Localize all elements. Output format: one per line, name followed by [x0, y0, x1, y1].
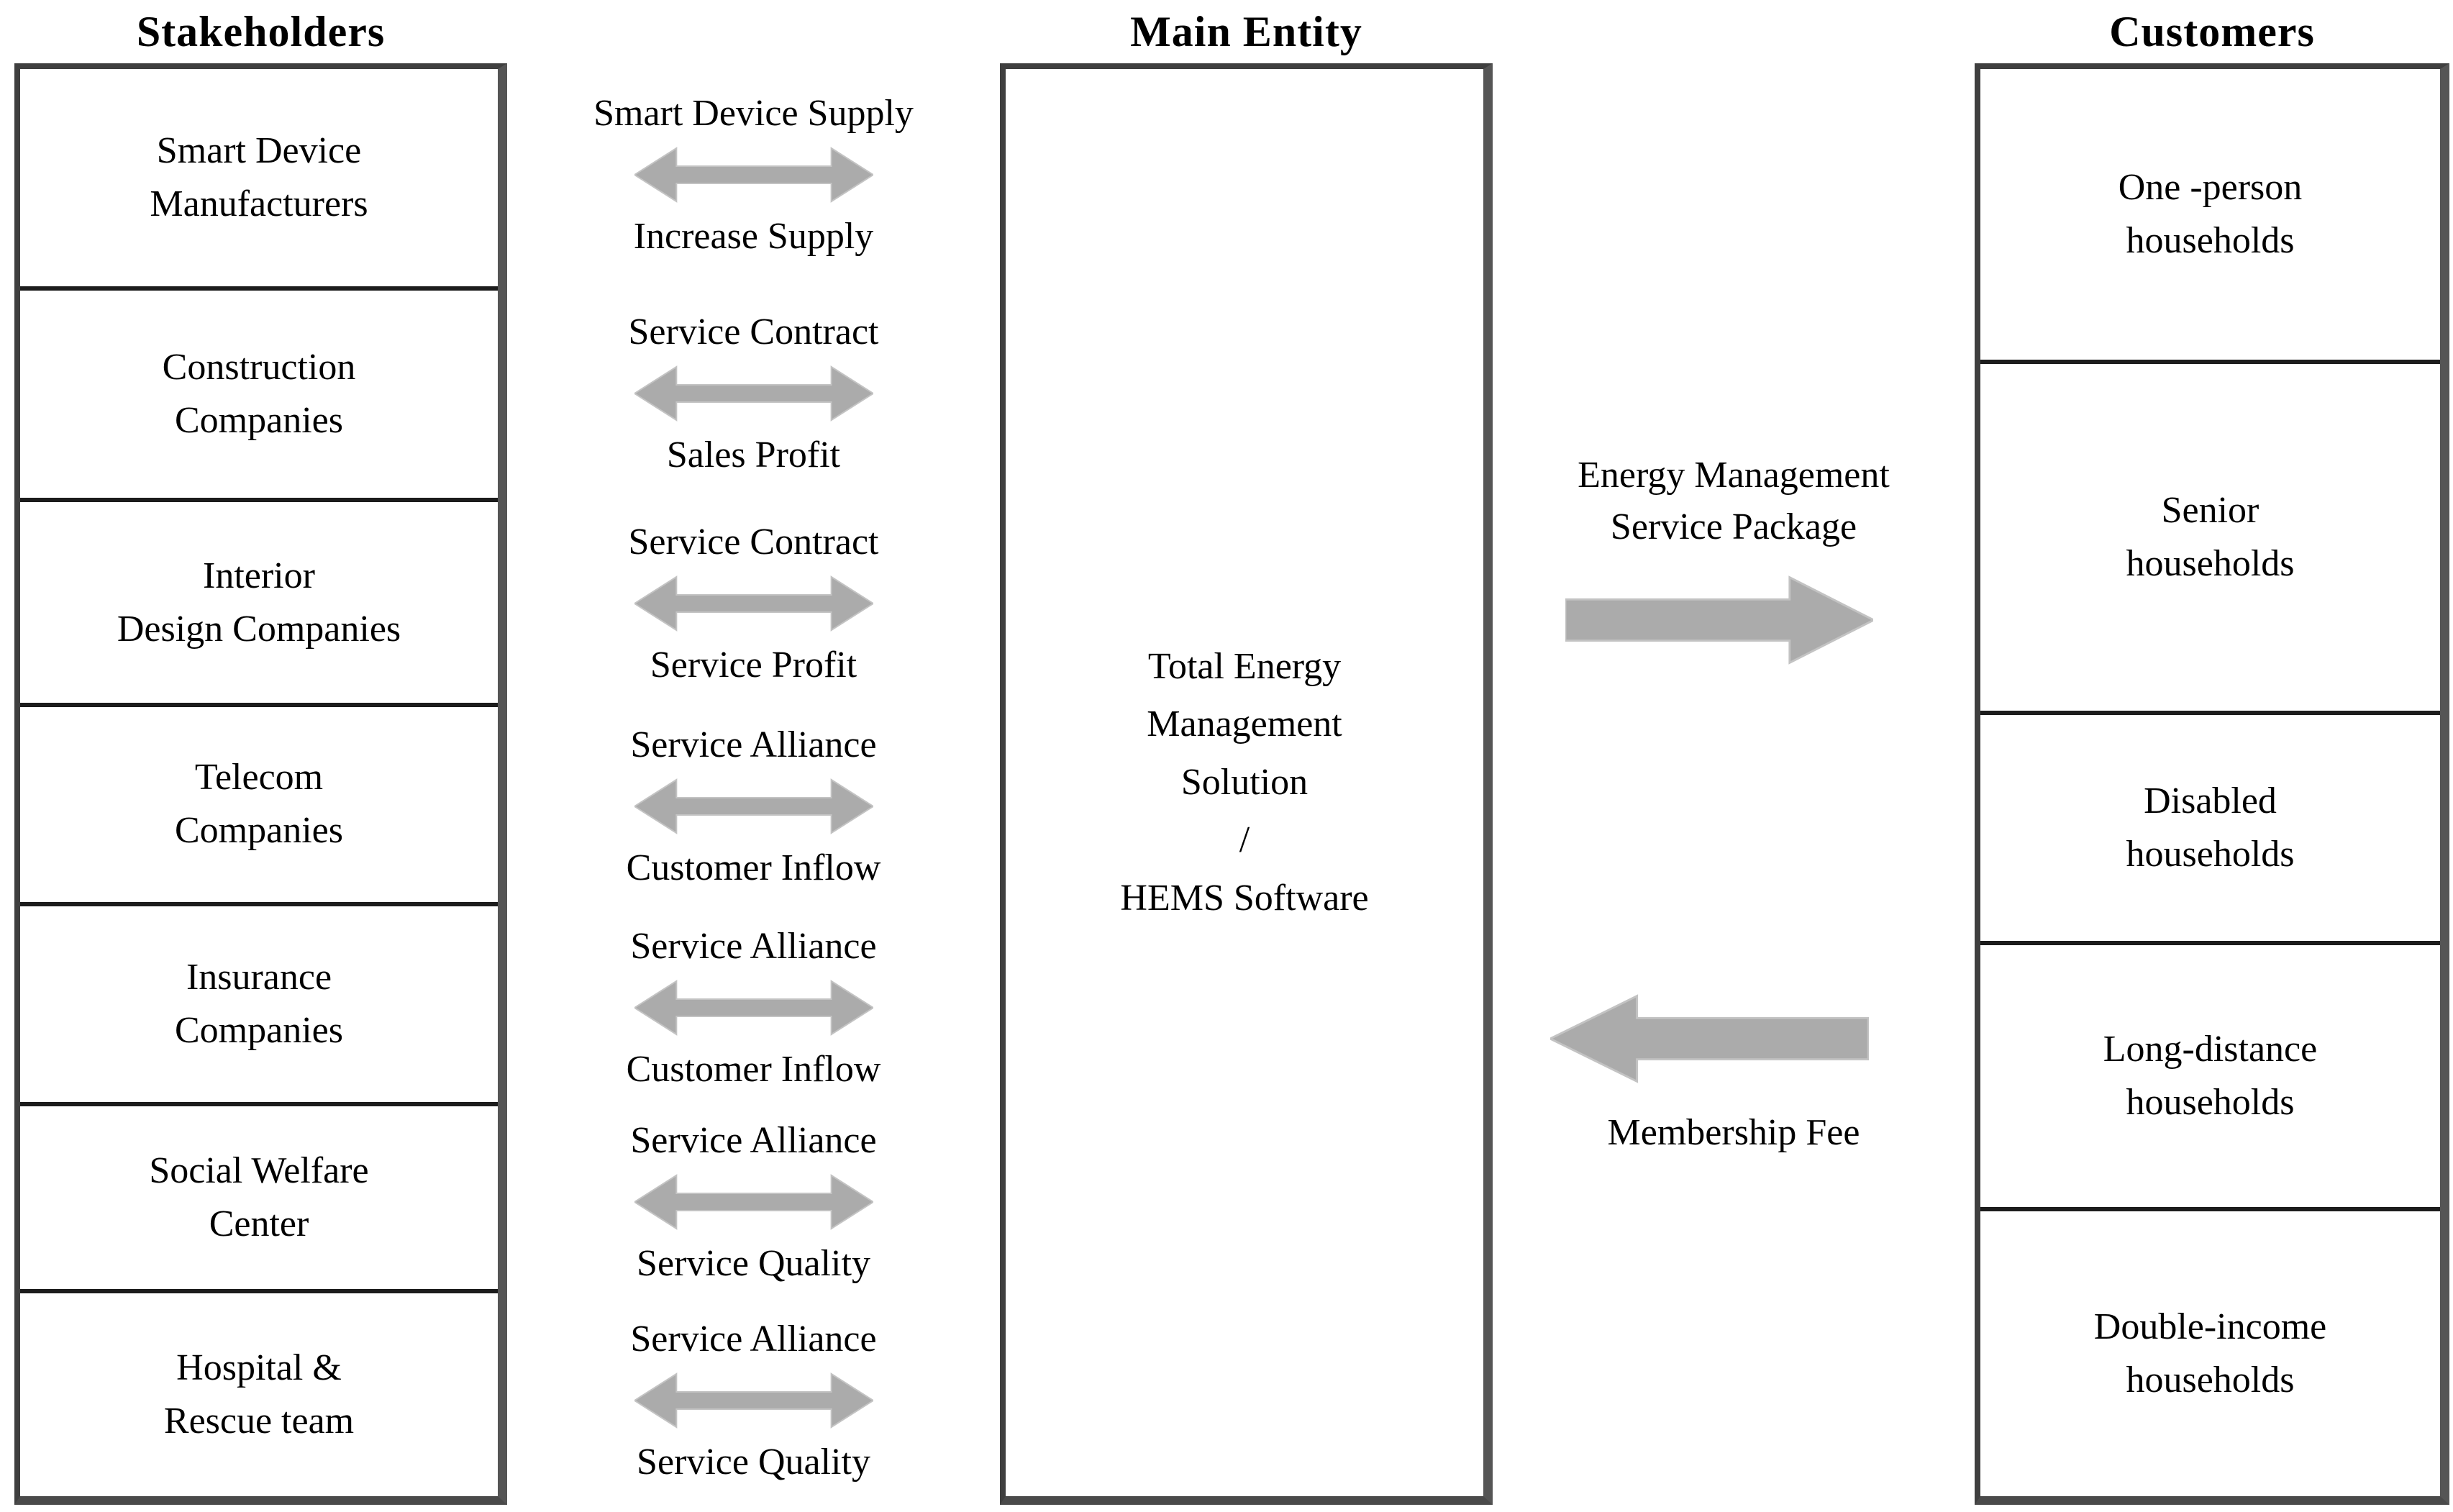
exchange-pair-7: Service Alliance Service Quality [507, 1295, 1000, 1505]
exchange-give-label: Service Alliance [630, 1120, 877, 1162]
stakeholder-box-construction-companies: Construction Companies [20, 291, 498, 503]
customer-label: Senior households [2126, 490, 2295, 584]
exchange-get-label: Service Quality [637, 1441, 870, 1483]
stakeholder-label: Insurance Companies [175, 957, 343, 1051]
stakeholder-label: Social Welfare Center [149, 1150, 369, 1244]
stakeholder-label: Hospital & Rescue team [163, 1347, 355, 1442]
customer-box-one-person-households: One -person households [1980, 69, 2440, 364]
customer-flow-gutter: Energy Management Service Package Member… [1493, 63, 1975, 1505]
stakeholder-label: Telecom Companies [175, 757, 343, 852]
exchange-get-label: Service Quality [637, 1243, 870, 1285]
double-arrow-icon [634, 147, 873, 204]
stakeholder-exchange-gutter: Smart Device Supply Increase Supply Serv… [507, 63, 1000, 1505]
double-arrow-icon [634, 365, 873, 422]
exchange-get-label: Customer Inflow [626, 1048, 881, 1090]
exchange-pair-3: Service Contract Service Profit [507, 500, 1000, 706]
stakeholder-box-social-welfare-center: Social Welfare Center [20, 1106, 498, 1293]
exchange-pair-2: Service Contract Sales Profit [507, 287, 1000, 501]
arrow-left-icon [1550, 993, 1869, 1083]
customer-label: Disabled households [2126, 780, 2295, 875]
exchange-pair-6: Service Alliance Service Quality [507, 1108, 1000, 1296]
main-entity-header: Main Entity [1130, 8, 1362, 55]
service-package-label: Energy Management Service Package [1578, 455, 1890, 547]
membership-fee-label: Membership Fee [1607, 1111, 1860, 1153]
stakeholder-box-telecom-companies: Telecom Companies [20, 707, 498, 906]
customer-label: One -person households [2118, 167, 2303, 261]
exchange-give-label: Service Alliance [630, 724, 877, 766]
main-entity-label: Total Energy Management Solution / HEMS … [1120, 645, 1369, 919]
stakeholder-box-insurance-companies: Insurance Companies [20, 906, 498, 1107]
stakeholder-box-hospital-rescue-team: Hospital & Rescue team [20, 1293, 498, 1496]
customer-label: Long-distance households [2103, 1028, 2318, 1123]
exchange-give-label: Service Contract [628, 311, 879, 352]
double-arrow-icon [634, 979, 873, 1036]
exchange-pair-4: Service Alliance Customer Inflow [507, 706, 1000, 907]
exchange-pair-1: Smart Device Supply Increase Supply [507, 63, 1000, 287]
exchange-get-label: Customer Inflow [626, 847, 881, 889]
customer-box-double-income-households: Double-income households [1980, 1211, 2440, 1496]
stakeholder-box-smart-device-manufacturers: Smart Device Manufacturers [20, 69, 498, 291]
header-spacer [507, 1, 1000, 62]
customer-box-senior-households: Senior households [1980, 364, 2440, 715]
main-entity-box: Total Energy Management Solution / HEMS … [1000, 63, 1493, 1505]
customers-header: Customers [2109, 8, 2315, 55]
exchange-get-label: Service Profit [650, 644, 857, 686]
stakeholder-label: Construction Companies [162, 347, 356, 442]
double-arrow-icon [634, 1174, 873, 1230]
stakeholder-label: Interior Design Companies [117, 555, 401, 650]
customer-box-disabled-households: Disabled households [1980, 715, 2440, 945]
exchange-pair-5: Service Alliance Customer Inflow [507, 906, 1000, 1108]
diagram-body: Smart Device Manufacturers Construction … [14, 63, 2449, 1505]
exchange-get-label: Increase Supply [633, 216, 874, 258]
stakeholder-box-interior-design-companies: Interior Design Companies [20, 502, 498, 707]
header-spacer [1493, 1, 1975, 62]
exchange-give-label: Service Alliance [630, 1318, 877, 1360]
stakeholders-column: Smart Device Manufacturers Construction … [14, 63, 507, 1505]
double-arrow-icon [634, 575, 873, 632]
customers-column: One -person households Senior households… [1975, 63, 2449, 1505]
exchange-give-label: Service Contract [628, 521, 879, 563]
double-arrow-icon [634, 1372, 873, 1429]
exchange-give-label: Service Alliance [630, 925, 877, 967]
exchange-give-label: Smart Device Supply [593, 93, 914, 135]
customer-box-long-distance-households: Long-distance households [1980, 945, 2440, 1212]
customer-label: Double-income households [2093, 1306, 2327, 1401]
exchange-get-label: Sales Profit [666, 434, 841, 475]
arrow-right-icon [1565, 575, 1874, 665]
stakeholder-label: Smart Device Manufacturers [150, 130, 368, 224]
double-arrow-icon [634, 778, 873, 834]
column-headers: Stakeholders Main Entity Customers [14, 1, 2449, 62]
stakeholders-header: Stakeholders [136, 8, 386, 55]
